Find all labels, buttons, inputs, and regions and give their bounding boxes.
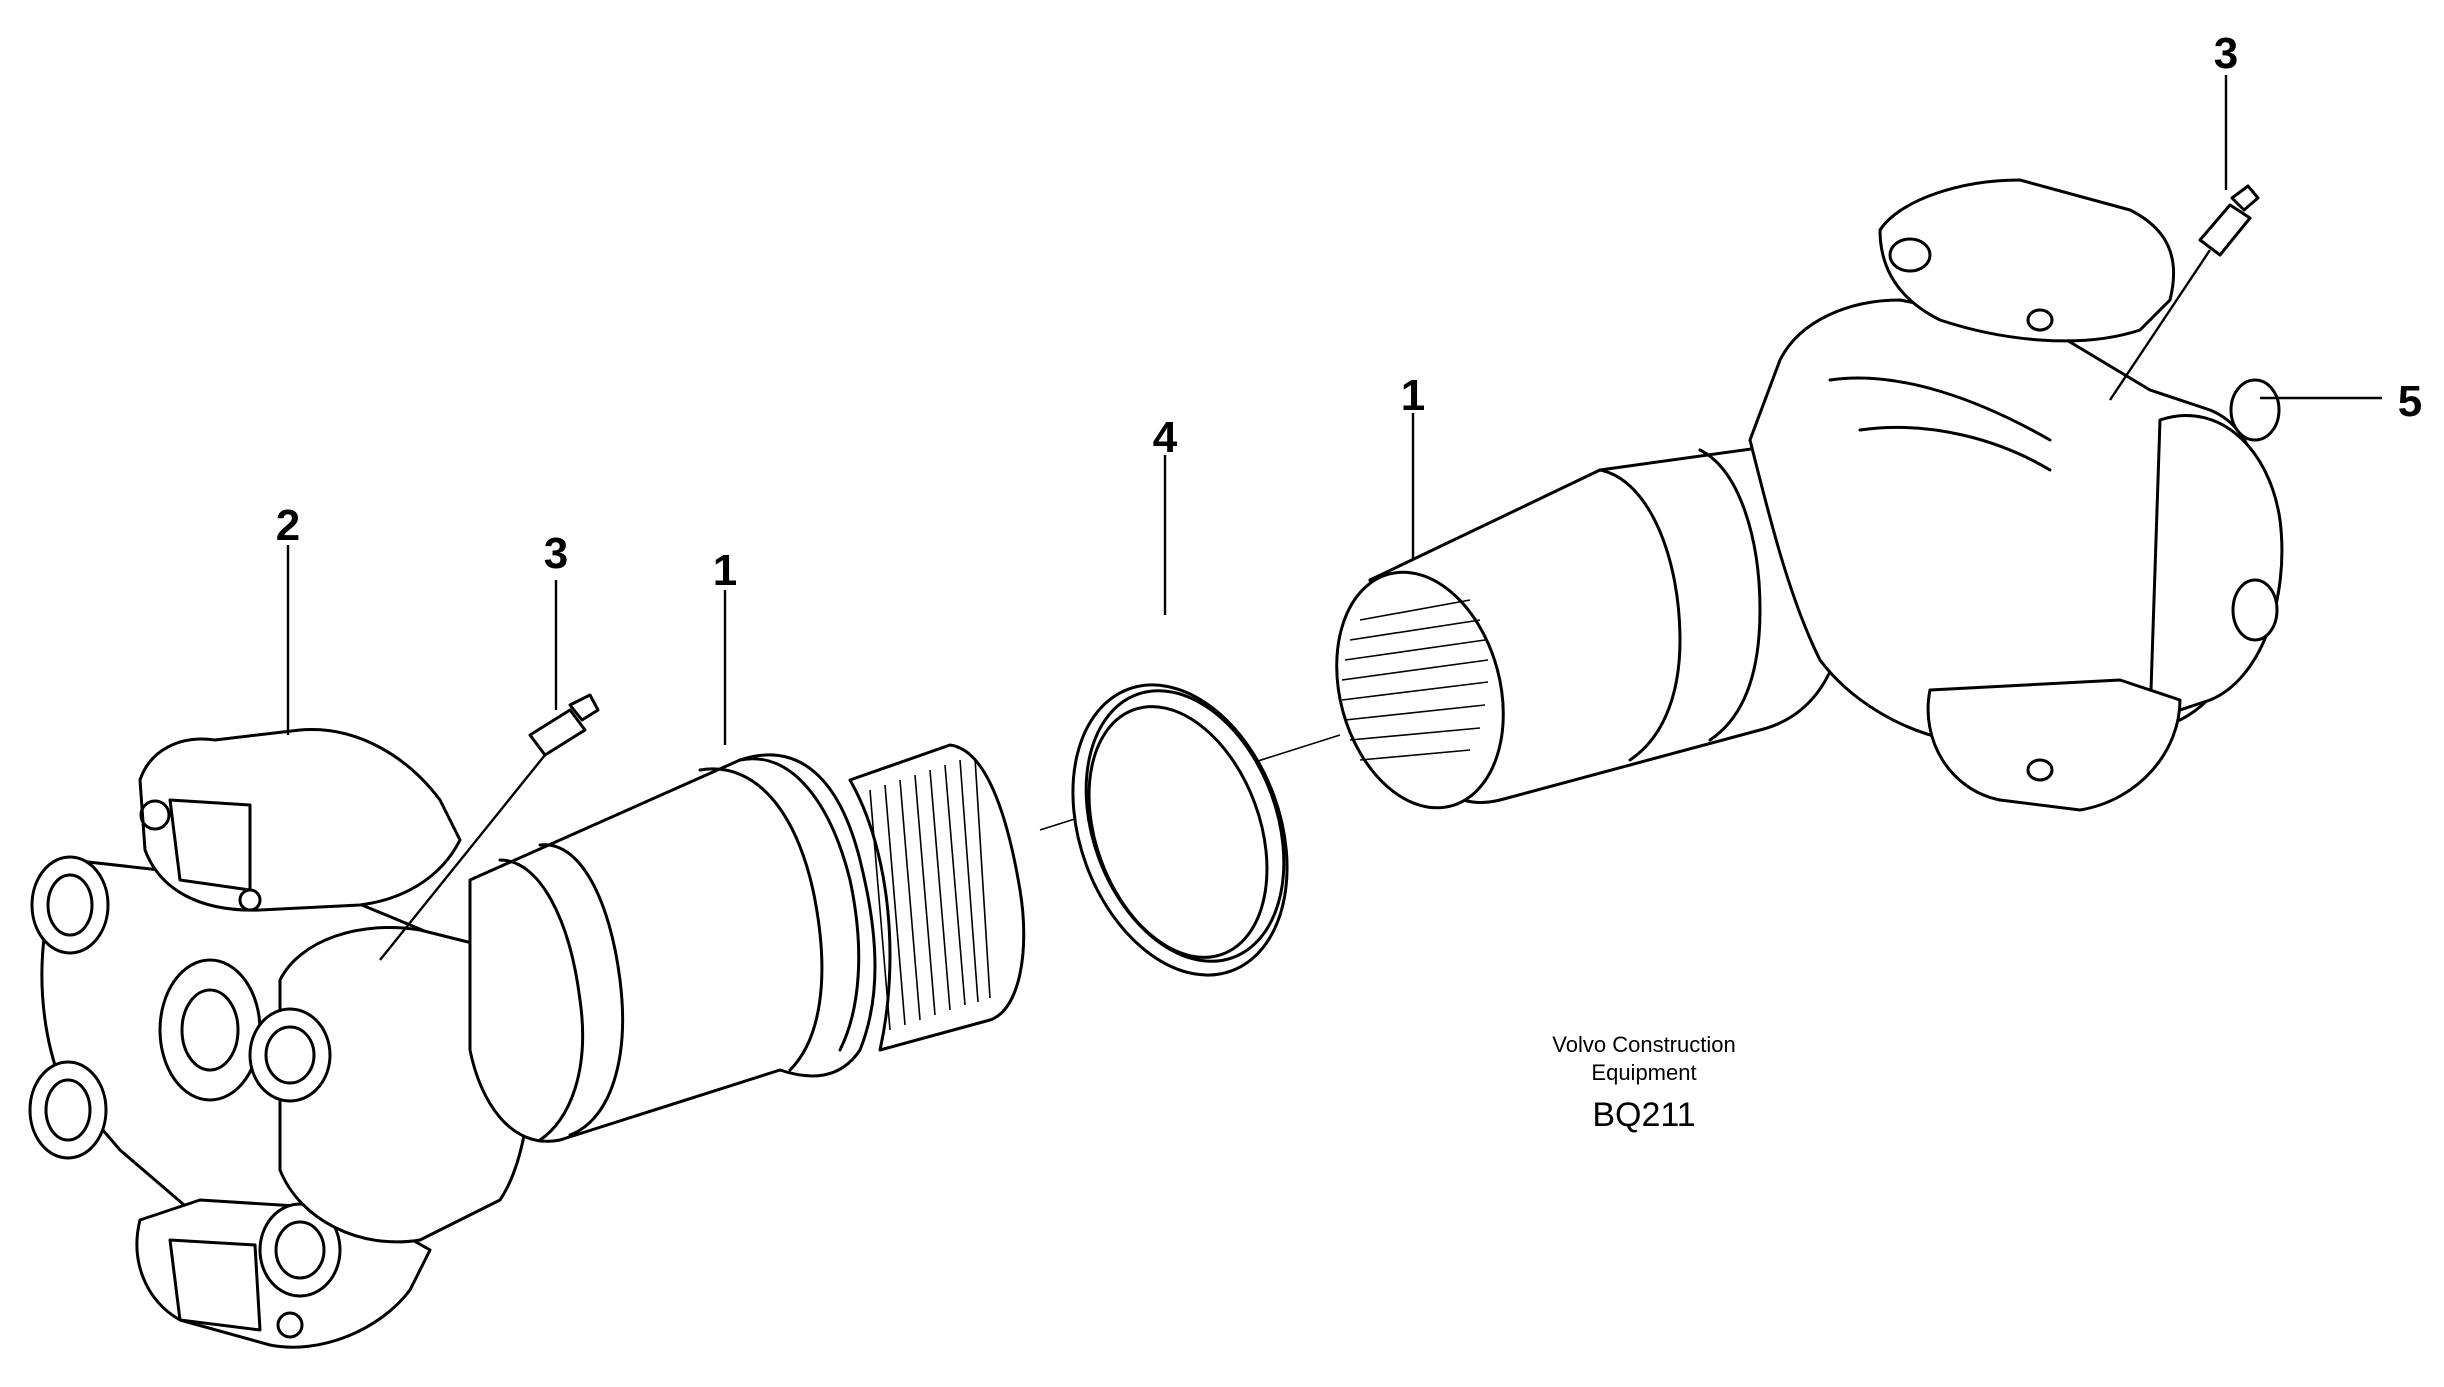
- bearing-cap-upper: [138, 728, 462, 912]
- grease-nipple-left: [528, 693, 600, 757]
- credit-line-1: Volvo Construction: [1552, 1032, 1735, 1057]
- left-universal-joint: [28, 728, 532, 1349]
- bearing-cap-top: [1878, 178, 2176, 343]
- bolt-head: [248, 1007, 332, 1103]
- callout-3-right: 3: [2214, 29, 2238, 78]
- grease-nipple-right: [2198, 184, 2260, 257]
- bearing-cap-bottom: [1926, 678, 2182, 812]
- splined-shaft-end: [848, 743, 1026, 1052]
- callout-3-left: 3: [544, 529, 568, 578]
- seal-ring: [1071, 683, 1289, 977]
- leader-lines: [286, 75, 2382, 961]
- shaft-tube-right: [1335, 443, 1844, 810]
- callout-2: 2: [276, 501, 300, 550]
- callout-1-right: 1: [1401, 371, 1425, 420]
- bolt-head: [258, 1202, 342, 1298]
- callout-4: 4: [1153, 413, 1178, 462]
- bolt-head: [30, 855, 110, 955]
- bolt-head: [28, 1060, 108, 1160]
- credit-line-2: Equipment: [1591, 1060, 1696, 1085]
- callout-1-left: 1: [713, 546, 737, 595]
- bolt-head: [2231, 578, 2279, 642]
- shaft-tube-left: [468, 743, 1026, 1143]
- right-universal-joint: [1748, 178, 2284, 812]
- callout-5: 5: [2398, 377, 2422, 426]
- figure-code: BQ211: [1592, 1096, 1695, 1134]
- bolt-head: [2229, 378, 2281, 442]
